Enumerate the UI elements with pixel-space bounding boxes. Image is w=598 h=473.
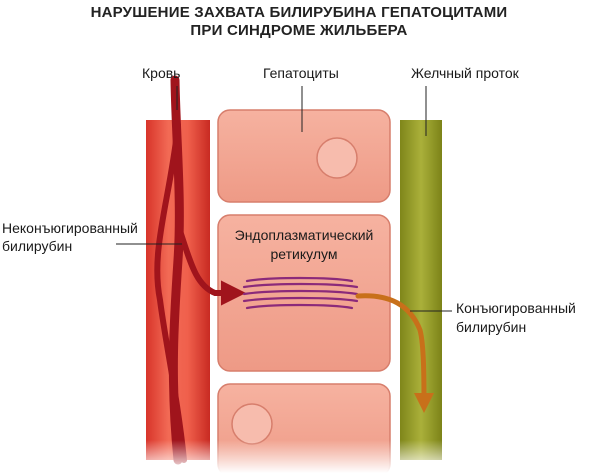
blood-flow-to-cell	[175, 222, 247, 306]
label-unconjugated-line2: билирубин	[2, 238, 73, 254]
er-membrane-5	[245, 303, 354, 310]
er-membrane-2	[242, 282, 359, 289]
label-blood: Кровь	[142, 65, 181, 81]
diagram-title-line2: ПРИ СИНДРОМЕ ЖИЛЬБЕРА	[190, 22, 408, 39]
label-er-line1: Эндоплазматический	[234, 227, 374, 243]
bile-duct	[400, 120, 442, 460]
hepatocyte-top	[217, 109, 391, 203]
er-membrane-1	[245, 276, 354, 283]
diagram-title-line1: НАРУШЕНИЕ ЗАХВАТА БИЛИРУБИНА ГЕПАТОЦИТАМ…	[90, 4, 508, 21]
er-membrane-4	[242, 296, 359, 303]
blood-flow-branch	[154, 122, 187, 463]
nucleus-bottom	[231, 403, 273, 445]
conjugated-bilirubin-arrow	[355, 293, 434, 413]
bottom-fade	[0, 440, 598, 473]
label-hepatocytes: Гепатоциты	[263, 65, 339, 81]
label-conjugated-line1: Конъюгированный	[456, 300, 576, 316]
label-conjugated-line2: билирубин	[456, 319, 527, 335]
label-bile-duct: Желчный проток	[411, 65, 519, 81]
nucleus-top	[316, 137, 358, 179]
label-unconjugated-line1: Неконъюгированный	[2, 220, 138, 236]
label-er-line2: ретикулум	[270, 246, 338, 262]
er-membrane-3	[242, 289, 359, 296]
endoplasmic-reticulum	[242, 276, 359, 310]
